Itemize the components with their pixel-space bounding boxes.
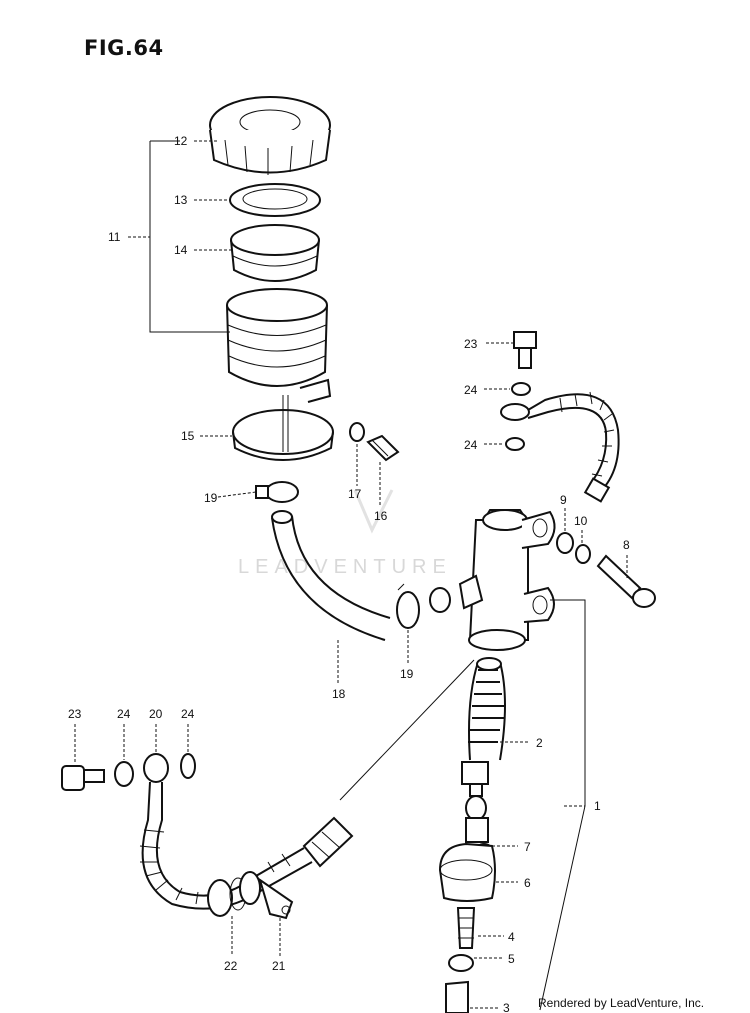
label-3: 3	[503, 1001, 510, 1013]
credit-text: Rendered by LeadVenture, Inc.	[538, 996, 705, 1010]
label-14: 14	[174, 243, 188, 257]
reservoir-body[interactable]	[226, 288, 332, 403]
label-7: 7	[524, 840, 531, 854]
reservoir-cap[interactable]	[209, 96, 331, 175]
label-24-upper-a: 24	[464, 383, 478, 397]
label-16: 16	[374, 509, 388, 523]
figure-title: FIG.64	[84, 36, 164, 60]
label-20: 20	[149, 707, 163, 721]
banjo-bolt-upper[interactable]	[513, 331, 537, 369]
label-18: 18	[332, 687, 346, 701]
washer-24-c[interactable]	[114, 761, 134, 787]
hose-clamp-lower[interactable]	[396, 583, 420, 629]
label-13: 13	[174, 193, 188, 207]
washer-9[interactable]	[556, 532, 574, 554]
washer-24-d[interactable]	[180, 753, 196, 779]
leader-lines	[74, 140, 628, 1011]
label-15: 15	[181, 429, 195, 443]
reservoir-band[interactable]	[232, 395, 334, 461]
label-23-lower: 23	[68, 707, 82, 721]
diaphragm-plate[interactable]	[229, 183, 321, 217]
label-19-lower: 19	[400, 667, 414, 681]
washer-24-a[interactable]	[511, 382, 531, 396]
spring[interactable]	[461, 657, 506, 797]
bolt-8[interactable]	[596, 554, 656, 608]
watermark-logo	[353, 489, 394, 534]
label-2: 2	[536, 736, 543, 750]
label-22: 22	[224, 959, 238, 973]
banjo-bolt-lower[interactable]	[61, 765, 105, 791]
label-1: 1	[594, 799, 601, 813]
clevis[interactable]	[445, 980, 469, 1013]
hose-bracket[interactable]	[239, 871, 294, 920]
lower-brake-hose[interactable]	[139, 753, 354, 910]
label-19-upper: 19	[204, 491, 218, 505]
label-24-lower-a: 24	[117, 707, 131, 721]
label-5: 5	[508, 952, 515, 966]
label-23-upper: 23	[464, 337, 478, 351]
hose-clamp-upper[interactable]	[255, 481, 299, 503]
label-10: 10	[574, 514, 588, 528]
nut-10[interactable]	[575, 544, 591, 564]
lock-nut[interactable]	[448, 954, 474, 972]
dust-boot[interactable]	[438, 842, 496, 902]
washer-24-b[interactable]	[505, 437, 525, 451]
washer-17[interactable]	[349, 422, 365, 442]
label-9: 9	[560, 493, 567, 507]
label-21: 21	[272, 959, 286, 973]
label-12: 12	[174, 134, 188, 148]
label-17: 17	[348, 487, 362, 501]
label-24-upper-b: 24	[464, 438, 478, 452]
assembly-connector	[339, 659, 475, 801]
label-24-lower-b: 24	[181, 707, 195, 721]
label-8: 8	[623, 538, 630, 552]
diaphragm[interactable]	[230, 224, 320, 282]
master-cylinder-body[interactable]	[429, 509, 556, 651]
upper-brake-hose[interactable]	[500, 391, 620, 503]
bolt-16[interactable]	[366, 434, 400, 462]
label-4: 4	[508, 930, 515, 944]
reservoir-hose[interactable]	[271, 510, 391, 641]
label-6: 6	[524, 876, 531, 890]
label-11: 11	[108, 230, 121, 244]
push-rod[interactable]	[456, 907, 476, 949]
